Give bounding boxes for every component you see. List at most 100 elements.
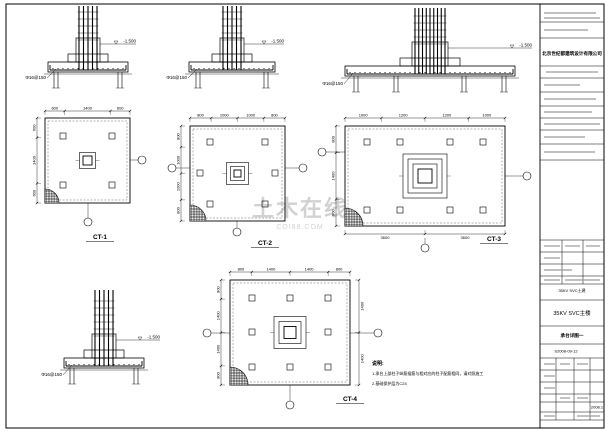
dimension-text: 1000	[359, 112, 369, 117]
rebar-dot	[198, 68, 200, 70]
rebar-dot	[82, 68, 84, 70]
ct3-elevation: -1.500 Φ16@150	[322, 8, 532, 93]
dimension-text: 1400	[31, 155, 36, 165]
rebar-dot	[409, 72, 411, 74]
section-marker	[522, 171, 532, 181]
section-marker	[420, 243, 430, 253]
ct2-title: CT-2	[258, 240, 272, 247]
dimension-text: 800	[238, 266, 245, 271]
section-marker	[373, 328, 383, 338]
rebar-dot	[424, 72, 426, 74]
rebar-dot	[258, 68, 260, 70]
column-outline	[233, 169, 242, 178]
column-outline	[79, 152, 96, 169]
rebar-dot	[57, 68, 59, 70]
rebar-mesh-outline	[192, 128, 283, 219]
title-block: 北京世纪都建筑设计有限公司 35KV SVC土建 35KV SVC主楼 承台详图…	[539, 4, 604, 428]
pile-square	[248, 328, 256, 336]
rebar-dot	[103, 364, 105, 366]
column-outline	[417, 168, 433, 184]
rebar-dot	[238, 68, 240, 70]
dimension-text: 1400	[215, 311, 220, 321]
section-marker	[202, 328, 212, 338]
level-marker	[113, 40, 119, 45]
rebar-dot	[98, 364, 100, 366]
pile-square	[286, 363, 294, 371]
rebar-dot	[364, 72, 366, 74]
ct2-level-label: -1.500	[271, 39, 284, 44]
section-marker	[83, 217, 93, 227]
rebar-dot	[434, 72, 436, 74]
dimension-text: 800	[175, 206, 180, 213]
dimension-text: 1400	[83, 105, 93, 110]
column-outline	[412, 163, 438, 189]
rebar-dot	[243, 68, 245, 70]
rebar-dot	[123, 364, 125, 366]
dimension-text: 1400	[360, 354, 365, 364]
ct2-rebar-label: Φ16@150	[166, 75, 187, 80]
pile-cap-outline	[229, 279, 351, 386]
pile-square	[363, 206, 371, 214]
column-outline	[226, 162, 249, 185]
dimension-text: 600	[51, 105, 58, 110]
ct3-level-label: -1.500	[519, 43, 532, 48]
pile-square	[206, 200, 214, 208]
ct2-elevation: -1.500 Φ16@150	[166, 6, 284, 89]
dimension-text: 1400	[330, 171, 335, 181]
rebar-dot	[444, 72, 446, 74]
building-name: 35KV SVC主楼	[553, 309, 591, 317]
sheet-border	[5, 3, 605, 429]
dimension-text: 600	[31, 124, 36, 131]
ct4-rebar-label: Φ16@150	[41, 372, 62, 377]
column-outline	[82, 155, 93, 166]
rebar-dot	[122, 68, 124, 70]
rebar-dot	[88, 364, 90, 366]
rebar-dot	[354, 72, 356, 74]
dimension-text: 800	[271, 112, 278, 117]
rebar-dot	[459, 72, 461, 74]
pile-square	[324, 363, 332, 371]
rebar-mesh-outline	[347, 128, 503, 224]
note-item-1: 1.承台上部柱子纵筋插筋与相对应的柱子配筋相同，请对照施工	[372, 370, 483, 376]
rebar-dot	[102, 68, 104, 70]
note-item-2: 2.基础保护层为C24	[372, 380, 407, 386]
pile-square	[363, 138, 371, 146]
pile-square	[286, 294, 294, 302]
rebar-dot	[253, 68, 255, 70]
column-outline	[407, 158, 443, 194]
pile-square	[261, 200, 269, 208]
rebar-dot	[138, 364, 140, 366]
notes-heading: 说明:	[372, 360, 384, 367]
pile-square	[271, 169, 279, 177]
pile-cap-outline	[189, 125, 286, 222]
rebar-dot	[107, 68, 109, 70]
detail-quarter-circle	[44, 188, 60, 204]
rebar-dot	[419, 72, 421, 74]
detail-quarter-circle	[344, 207, 364, 227]
pile-square	[396, 206, 404, 214]
pile-square	[248, 363, 256, 371]
ct1-elevation: -1.500 Φ16@150	[25, 6, 136, 89]
company-name: 北京世纪都建筑设计有限公司	[542, 50, 602, 57]
rebar-leader	[62, 364, 73, 376]
rebar-dot	[223, 68, 225, 70]
dimension-text: 600	[117, 105, 124, 110]
rebar-dot	[484, 72, 486, 74]
pile-square	[479, 206, 487, 214]
rebar-dot	[117, 68, 119, 70]
ct3-rebar-label: Φ16@150	[322, 81, 343, 86]
rebar-dot	[454, 72, 456, 74]
dimension-text: 1400	[360, 301, 365, 311]
rebar-dot	[414, 72, 416, 74]
ct3-title: CT-3	[487, 236, 501, 243]
detail-quarter-circle	[229, 366, 249, 386]
pile-square	[59, 132, 67, 140]
dimension-text: 3600	[461, 235, 471, 240]
rebar-mesh-outline	[47, 120, 128, 201]
rebar-dot	[73, 364, 75, 366]
pile-square	[324, 294, 332, 302]
ct1-level-label: -1.500	[123, 39, 136, 44]
rebar-dot	[504, 72, 506, 74]
